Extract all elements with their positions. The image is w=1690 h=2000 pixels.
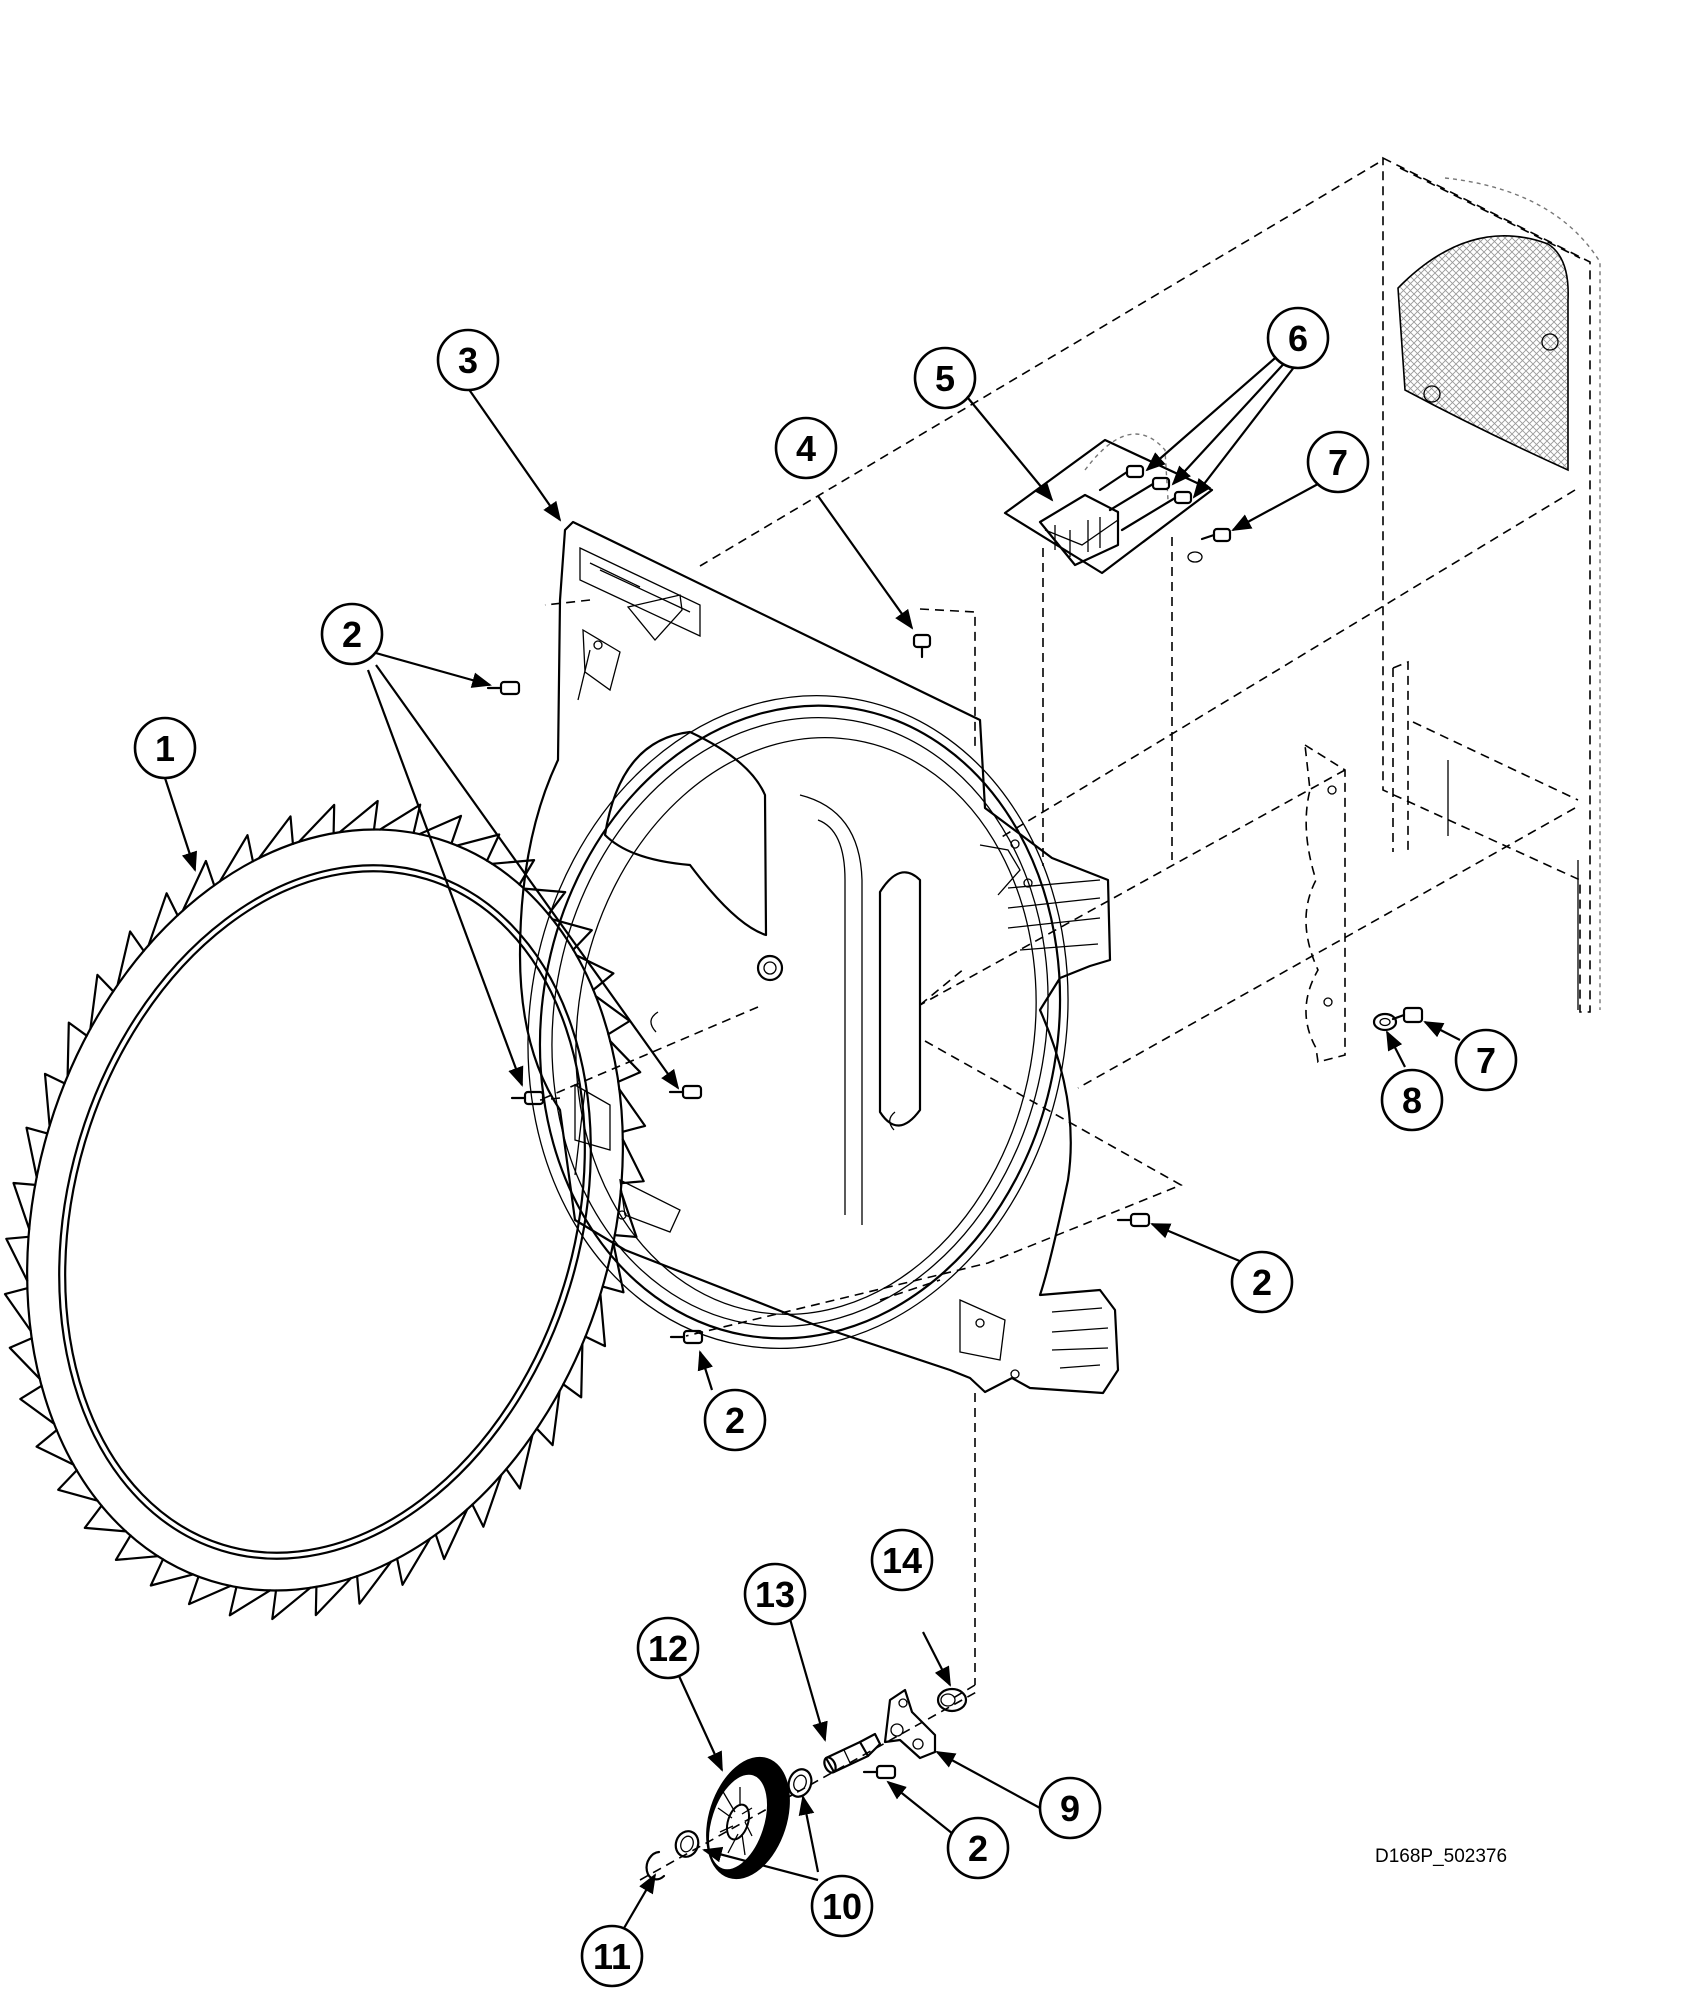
callout-2: 2: [1230, 1250, 1294, 1314]
screw-2-left: [510, 1090, 545, 1106]
callout-13: 13: [743, 1562, 807, 1626]
pulley-shaft: [823, 1732, 882, 1774]
assembly-lines: [539, 162, 1576, 1701]
pulley-wheel: [706, 1756, 790, 1880]
washer-10-left: [674, 1830, 700, 1858]
seal-tooth-outline: [3, 799, 647, 1621]
callout-2: 2: [946, 1816, 1010, 1880]
screws: [486, 527, 1424, 1780]
pulley-bracket: [883, 1688, 937, 1760]
svg-text:1: 1: [155, 728, 175, 769]
terminal-screw: [1108, 476, 1171, 512]
svg-text:10: 10: [822, 1886, 862, 1927]
nut-8: [1372, 1012, 1398, 1032]
screw-2-pulley-bracket: [862, 1764, 897, 1780]
nut-14: [936, 1687, 968, 1713]
svg-text:2: 2: [968, 1828, 988, 1869]
screw-2-bottom: [669, 1329, 704, 1345]
callout-10: 10: [810, 1874, 874, 1938]
svg-text:3: 3: [458, 340, 478, 381]
vent-grille: [1397, 234, 1569, 472]
svg-text:5: 5: [935, 358, 955, 399]
drawing-id: D168P_502376: [1375, 1846, 1507, 1867]
svg-text:2: 2: [342, 614, 362, 655]
callout-8: 8: [1380, 1068, 1444, 1132]
svg-text:6: 6: [1288, 318, 1308, 359]
svg-text:9: 9: [1060, 1788, 1080, 1829]
callout-7: 7: [1306, 430, 1370, 494]
svg-text:2: 2: [1252, 1262, 1272, 1303]
svg-text:2: 2: [725, 1400, 745, 1441]
svg-text:12: 12: [648, 1628, 688, 1669]
callout-9: 9: [1038, 1776, 1102, 1840]
screw-7-upper: [1200, 527, 1232, 543]
callout-2: 2: [320, 602, 384, 666]
screw-2-center: [668, 1084, 703, 1100]
leader-lines: [163, 351, 1461, 1936]
rear-panel: [1382, 156, 1601, 1013]
retaining-ring: [645, 1850, 666, 1881]
callout-2: 2: [703, 1388, 767, 1452]
callout-3: 3: [436, 328, 500, 392]
callout-1: 1: [133, 716, 197, 780]
seal-ring-teeth: [3, 799, 647, 1621]
washer-7: [1187, 551, 1203, 563]
callout-12: 12: [636, 1616, 700, 1680]
idler-pulley-assembly: [639, 1687, 981, 1881]
callout-6: 6: [1266, 306, 1330, 370]
svg-text:11: 11: [593, 1936, 631, 1977]
screw-7-lower: [1391, 1006, 1424, 1024]
bulkhead: [518, 520, 1120, 1395]
svg-text:7: 7: [1328, 442, 1348, 483]
screw-2-upper: [486, 680, 521, 696]
screw-2-right: [1116, 1212, 1151, 1228]
callout-4: 4: [774, 416, 838, 480]
callout-14: 14: [870, 1528, 934, 1592]
terminal-screw: [1098, 464, 1145, 492]
svg-text:8: 8: [1402, 1080, 1422, 1121]
callout-5: 5: [913, 346, 977, 410]
svg-text:14: 14: [882, 1540, 922, 1581]
callout-11: 11: [580, 1924, 644, 1988]
svg-text:4: 4: [796, 428, 816, 469]
front-seal-ring: [3, 799, 647, 1621]
callout-7: 7: [1454, 1028, 1518, 1092]
svg-text:7: 7: [1476, 1040, 1496, 1081]
screw-4: [912, 633, 932, 659]
terminal-screw: [1120, 490, 1193, 532]
washer-10-right: [787, 1768, 813, 1798]
svg-text:13: 13: [755, 1574, 795, 1615]
bracket-strip: [1304, 743, 1346, 1063]
terminal-block-assembly: [1003, 433, 1214, 575]
